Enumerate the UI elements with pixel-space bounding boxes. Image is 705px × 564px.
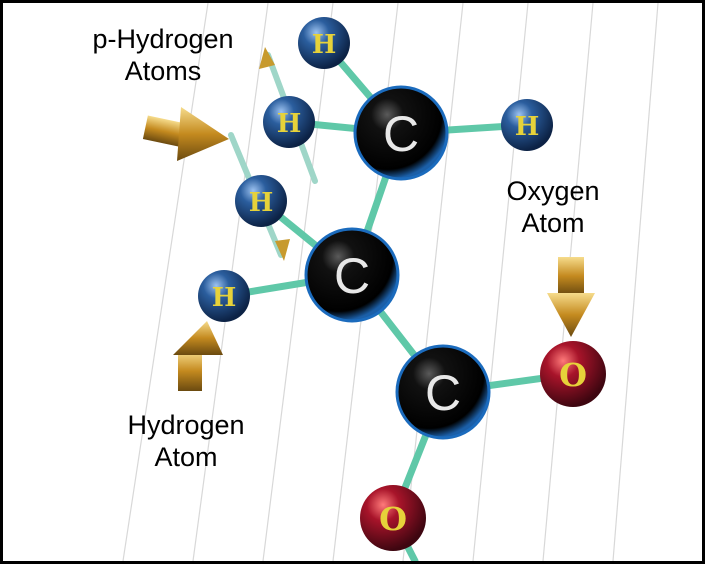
carbon-atom-3: C (395, 344, 491, 440)
svg-text:H: H (212, 283, 237, 313)
label-oxygen: Oxygen Atom (488, 175, 618, 239)
carbon-atom-1: C (353, 85, 449, 181)
hydrogen-atom-lower: H (198, 270, 250, 322)
carbon-atom-2: C (304, 227, 400, 323)
spin-arrowhead-lower (275, 239, 290, 261)
arrow-hydrogen (173, 321, 223, 391)
p-hydrogen-atom-lower: H (235, 175, 287, 227)
svg-text:O: O (379, 500, 407, 538)
hydrogen-atom-right: H (501, 99, 553, 151)
label-hydrogen-line1: Hydrogen (127, 410, 245, 440)
arrow-oxygen (547, 257, 595, 337)
svg-text:O: O (559, 356, 587, 394)
svg-text:C: C (383, 106, 419, 162)
label-oxygen-line2: Atom (521, 208, 585, 238)
label-p-hydrogen-line1: p-Hydrogen (92, 24, 234, 54)
oxygen-atom-right: O (540, 341, 606, 407)
svg-text:H: H (312, 30, 337, 60)
svg-text:H: H (515, 112, 540, 142)
label-hydrogen: Hydrogen Atom (91, 409, 281, 473)
spin-arrowhead-upper (259, 47, 275, 69)
svg-text:C: C (425, 365, 461, 421)
molecule-scene: H H H H H C C C (122, 3, 659, 561)
label-oxygen-line1: Oxygen (506, 176, 600, 206)
label-hydrogen-line2: Atom (154, 442, 218, 472)
p-hydrogen-atom-upper: H (263, 96, 315, 148)
svg-text:C: C (334, 248, 370, 304)
label-p-hydrogen-line2: Atoms (124, 56, 202, 86)
hydrogen-atom-top: H (298, 17, 350, 69)
arrow-p-hydrogen (142, 107, 229, 161)
oxygen-atom-bottom: O (360, 485, 426, 551)
svg-text:H: H (249, 188, 274, 218)
svg-text:H: H (277, 109, 302, 139)
label-p-hydrogen: p-Hydrogen Atoms (63, 23, 263, 87)
